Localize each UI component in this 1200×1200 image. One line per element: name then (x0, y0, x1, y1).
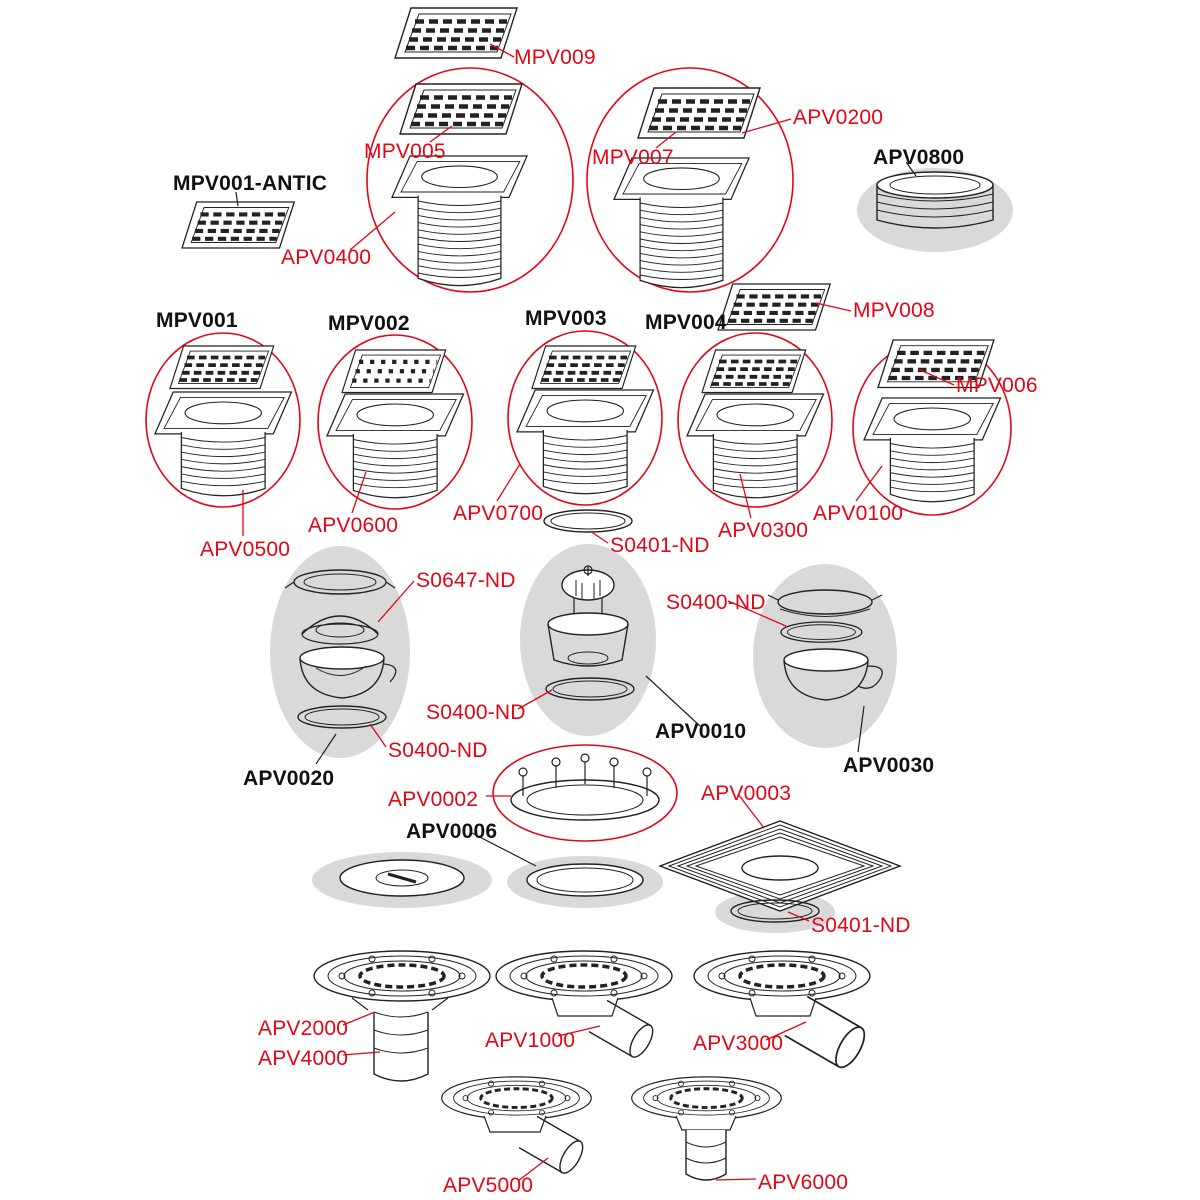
label-apv1000: APV1000 (485, 1029, 576, 1052)
red-leader-lines (242, 43, 955, 1182)
label-mpv005: MPV005 (364, 140, 446, 163)
label-s0401-nd-top: S0401-ND (610, 534, 710, 557)
apv1000-drain-illustration (494, 949, 674, 1062)
s0401-nd-gasket-top-illustration (543, 509, 633, 533)
apv3000-drain-illustration (692, 949, 872, 1073)
apv0030-trap-parts-illustration (767, 589, 883, 701)
label-apv0200: APV0200 (793, 106, 884, 129)
mpv003-assembly-illustration (517, 344, 654, 494)
label-apv0300: APV0300 (718, 519, 809, 542)
label-s0400-nd-left: S0400-ND (388, 739, 488, 762)
label-s0400-nd-right: S0400-ND (666, 591, 766, 614)
label-apv0600: APV0600 (308, 514, 399, 537)
label-apv0700: APV0700 (453, 502, 544, 525)
label-mpv002: MPV002 (328, 312, 410, 335)
label-apv0800: APV0800 (873, 146, 965, 169)
label-apv2000: APV2000 (258, 1017, 349, 1040)
red-group-outlines (145, 67, 1012, 842)
mpv009-grate-illustration (395, 8, 517, 58)
label-mpv009: MPV009 (514, 46, 596, 69)
label-mpv007: MPV007 (592, 146, 674, 169)
label-apv0100: APV0100 (813, 502, 904, 525)
label-apv5000: APV5000 (443, 1174, 534, 1197)
label-apv0030: APV0030 (843, 754, 935, 777)
mpv004-assembly-illustration (687, 348, 824, 498)
label-mpv006: MPV006 (956, 374, 1038, 397)
apv0002-leveling-ring-illustration (510, 753, 660, 821)
apv0010-trap-parts-illustration (545, 565, 635, 701)
mpv001-antic-grate-illustration (182, 202, 294, 248)
mpv008-grate-illustration (718, 284, 830, 330)
label-s0647-nd: S0647-ND (416, 569, 516, 592)
label-apv0010: APV0010 (655, 720, 747, 743)
label-s0400-nd-mid: S0400-ND (426, 701, 526, 724)
label-apv0006: APV0006 (406, 820, 498, 843)
label-apv0003: APV0003 (701, 782, 792, 805)
label-mpv001-antic: MPV001-ANTIC (173, 172, 328, 195)
apv0003-square-flange-illustration (658, 820, 902, 912)
label-apv3000: APV3000 (693, 1032, 784, 1055)
mpv001-assembly-illustration (155, 344, 292, 496)
mpv005-grate-illustration (400, 84, 522, 134)
apv0020-trap-parts-illustration (284, 569, 397, 729)
label-apv0020: APV0020 (243, 767, 335, 790)
label-s0401-nd-bottom: S0401-ND (811, 914, 911, 937)
label-mpv001: MPV001 (156, 309, 238, 332)
label-mpv003: MPV003 (525, 307, 607, 330)
label-apv0500: APV0500 (200, 538, 291, 561)
mpv002-assembly-illustration (327, 350, 464, 498)
apv5000-drain-illustration (440, 1075, 593, 1178)
label-mpv008: MPV008 (853, 299, 935, 322)
label-apv0400: APV0400 (281, 246, 372, 269)
label-apv4000: APV4000 (258, 1047, 349, 1070)
apv0100-assembly-illustration (864, 398, 1001, 502)
label-apv6000: APV6000 (758, 1171, 849, 1194)
apv0200-drain-body-illustration (614, 158, 749, 288)
apv0400-drain-body-illustration (392, 156, 527, 286)
apv2000-apv4000-drain-illustration (312, 949, 492, 1082)
apv0006-cover-disc-illustration (339, 859, 465, 897)
label-mpv004: MPV004 (645, 311, 727, 334)
mpv007-grate-illustration (638, 88, 760, 138)
label-apv0002: APV0002 (388, 788, 479, 811)
apv6000-drain-illustration (630, 1075, 783, 1181)
black-leader-lines (235, 161, 917, 867)
apv0006-ring-illustration (526, 863, 644, 897)
